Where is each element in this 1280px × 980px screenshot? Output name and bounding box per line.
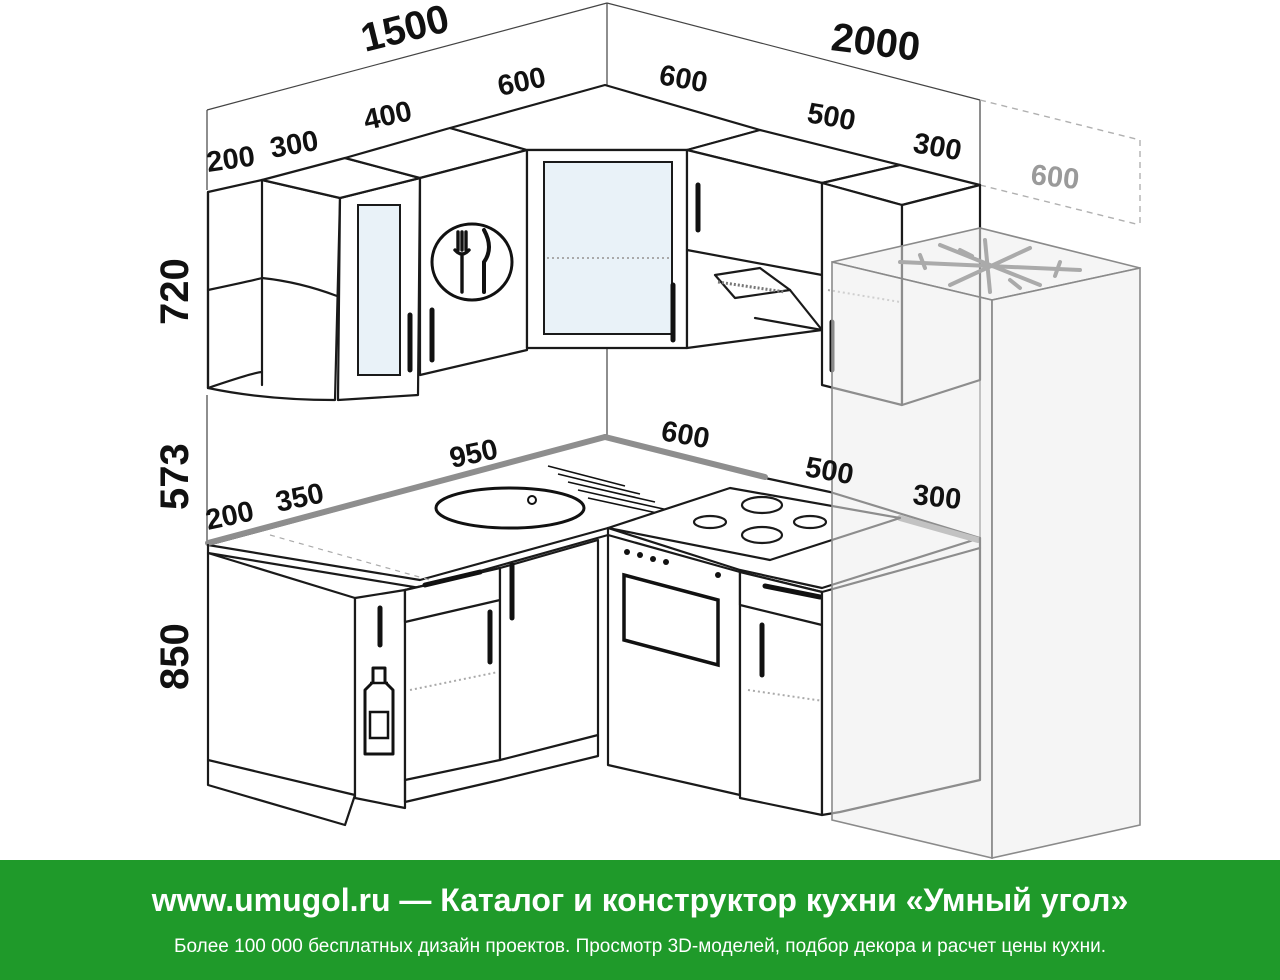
dim-upper-left-200: 200 (205, 141, 257, 179)
dim-fridge-600: 600 (1029, 159, 1080, 196)
lower-sink-cabinets (403, 538, 600, 804)
footer-subtitle: Более 100 000 бесплатных дизайн проектов… (174, 936, 1106, 957)
countertop (205, 434, 982, 598)
upper-cabinet-400 (343, 126, 529, 377)
dim-upper-right-500: 500 (805, 97, 858, 137)
lower-oven (606, 533, 742, 797)
fridge-ghost (831, 227, 1141, 860)
dim-counter-600: 600 (659, 415, 712, 455)
dim-upper-right-600: 600 (657, 59, 710, 99)
fridge-ghost-outline (979, 99, 1141, 226)
bottle-icon (363, 666, 395, 756)
dim-height-gap: 573 (153, 443, 197, 510)
upper-corner-glass-cabinet (448, 83, 762, 350)
dim-upper-left-400: 400 (361, 95, 415, 136)
dim-counter-300: 300 (911, 479, 962, 516)
dim-top-left-total: 1500 (357, 0, 454, 61)
upper-open-shelf (206, 178, 342, 402)
upper-hood-cabinet-500 (685, 128, 902, 350)
dim-height-upper: 720 (153, 258, 197, 325)
dim-upper-left-300: 300 (268, 125, 321, 165)
sink (434, 465, 681, 530)
footer-title[interactable]: www.umugol.ru — Каталог и конструктор ку… (151, 882, 1129, 918)
lower-corner-cabinet (206, 551, 407, 827)
fork-knife-icon (430, 222, 514, 302)
dim-upper-left-600: 600 (495, 61, 549, 102)
snowflake-icon (898, 238, 1082, 294)
footer-banner: www.umugol.ru — Каталог и конструктор ку… (0, 860, 1280, 980)
dim-upper-right-300: 300 (911, 127, 964, 167)
dim-top-right-total: 2000 (829, 15, 923, 70)
dim-height-lower: 850 (153, 623, 197, 690)
kitchen-diagram: 1500 2000 200 300 400 600 600 500 300 60… (153, 0, 1141, 860)
dimension-labels: 1500 2000 200 300 400 600 600 500 300 60… (153, 0, 1081, 690)
